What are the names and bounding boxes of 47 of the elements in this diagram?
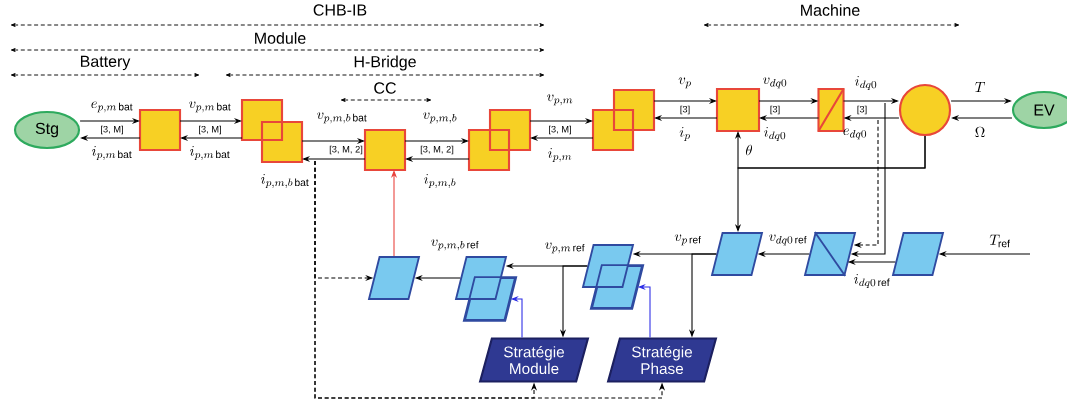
edge-label: $v_{p,m,b\,\mathrm{ref}}$ xyxy=(431,239,479,251)
bus-size-label: [3] xyxy=(770,105,780,115)
coupling-box xyxy=(591,88,656,152)
edge-label: $i_{p,m\,\mathrm{bat}}$ xyxy=(190,145,230,161)
edge-label: $T$ xyxy=(975,82,985,92)
section-label: Module xyxy=(255,32,306,44)
edge-label: $v_{p,m\,\mathrm{bat}}$ xyxy=(189,101,231,113)
edge-label: $\theta$ xyxy=(746,144,753,156)
edge-label: $e_{p,m\,\mathrm{bat}}$ xyxy=(91,101,133,113)
edge-label: $v_p$ xyxy=(678,77,691,89)
coupling-box xyxy=(467,108,532,172)
section-label: H-Bridge xyxy=(354,55,416,71)
bus-size-label: [3, M] xyxy=(101,125,123,135)
edge-label: $i_{p,m,b}$ xyxy=(424,173,456,189)
edge-label: $i_{dq0}$ xyxy=(855,75,877,91)
edge-label: $v_{dq0\,\mathrm{ref}}$ xyxy=(769,234,807,246)
section-label: CHB-IB xyxy=(313,4,367,16)
conversion-box xyxy=(817,87,845,133)
edge-label: $v_{p\,\mathrm{ref}}$ xyxy=(674,234,701,246)
machine-circle xyxy=(898,83,952,137)
edge-label: $i_{p,m}$ xyxy=(548,148,572,162)
bus-size-label: [3, M, 2] xyxy=(420,145,454,155)
edge-label: $i_p$ xyxy=(679,127,690,141)
bus-size-label: [3] xyxy=(680,105,690,115)
section-label: Battery xyxy=(81,55,131,71)
edge-label: $v_{p,m,b\,\mathrm{bat}}$ xyxy=(317,112,367,124)
conversion-box xyxy=(363,128,407,172)
bus-size-label: [3] xyxy=(857,105,867,115)
edge-label: $i_{p,m,b\,\mathrm{bat}}$ xyxy=(261,173,309,189)
conversion-box xyxy=(138,108,182,152)
edge-label: $v_{p,m,b}$ xyxy=(423,112,457,124)
edge-label: $e_{dq0}$ xyxy=(843,128,867,140)
bus-size-label: [3, M, 2] xyxy=(329,145,363,155)
edge-label: $i_{dq0}$ xyxy=(764,126,786,142)
edge-label: $i_{p,m\,\mathrm{bat}}$ xyxy=(92,145,132,161)
edge-label: $T_{\mathrm{ref}}$ xyxy=(989,234,1010,248)
section-label: Machine xyxy=(801,4,860,16)
edge-label: $i_{dq0\,\mathrm{ref}}$ xyxy=(854,273,890,289)
edge-label: $v_{dq0}$ xyxy=(763,77,787,89)
coupling-box xyxy=(240,98,304,164)
edge-label: $v_{p,m\,\mathrm{ref}}$ xyxy=(545,242,585,254)
edge-label: $v_{p,m}$ xyxy=(547,94,573,106)
conversion-box xyxy=(715,87,761,133)
bus-size-label: [3, M] xyxy=(199,125,221,135)
bus-size-label: [3, M] xyxy=(549,125,571,135)
edge-label: $\Omega$ xyxy=(975,126,985,137)
section-label: CC xyxy=(374,82,396,94)
